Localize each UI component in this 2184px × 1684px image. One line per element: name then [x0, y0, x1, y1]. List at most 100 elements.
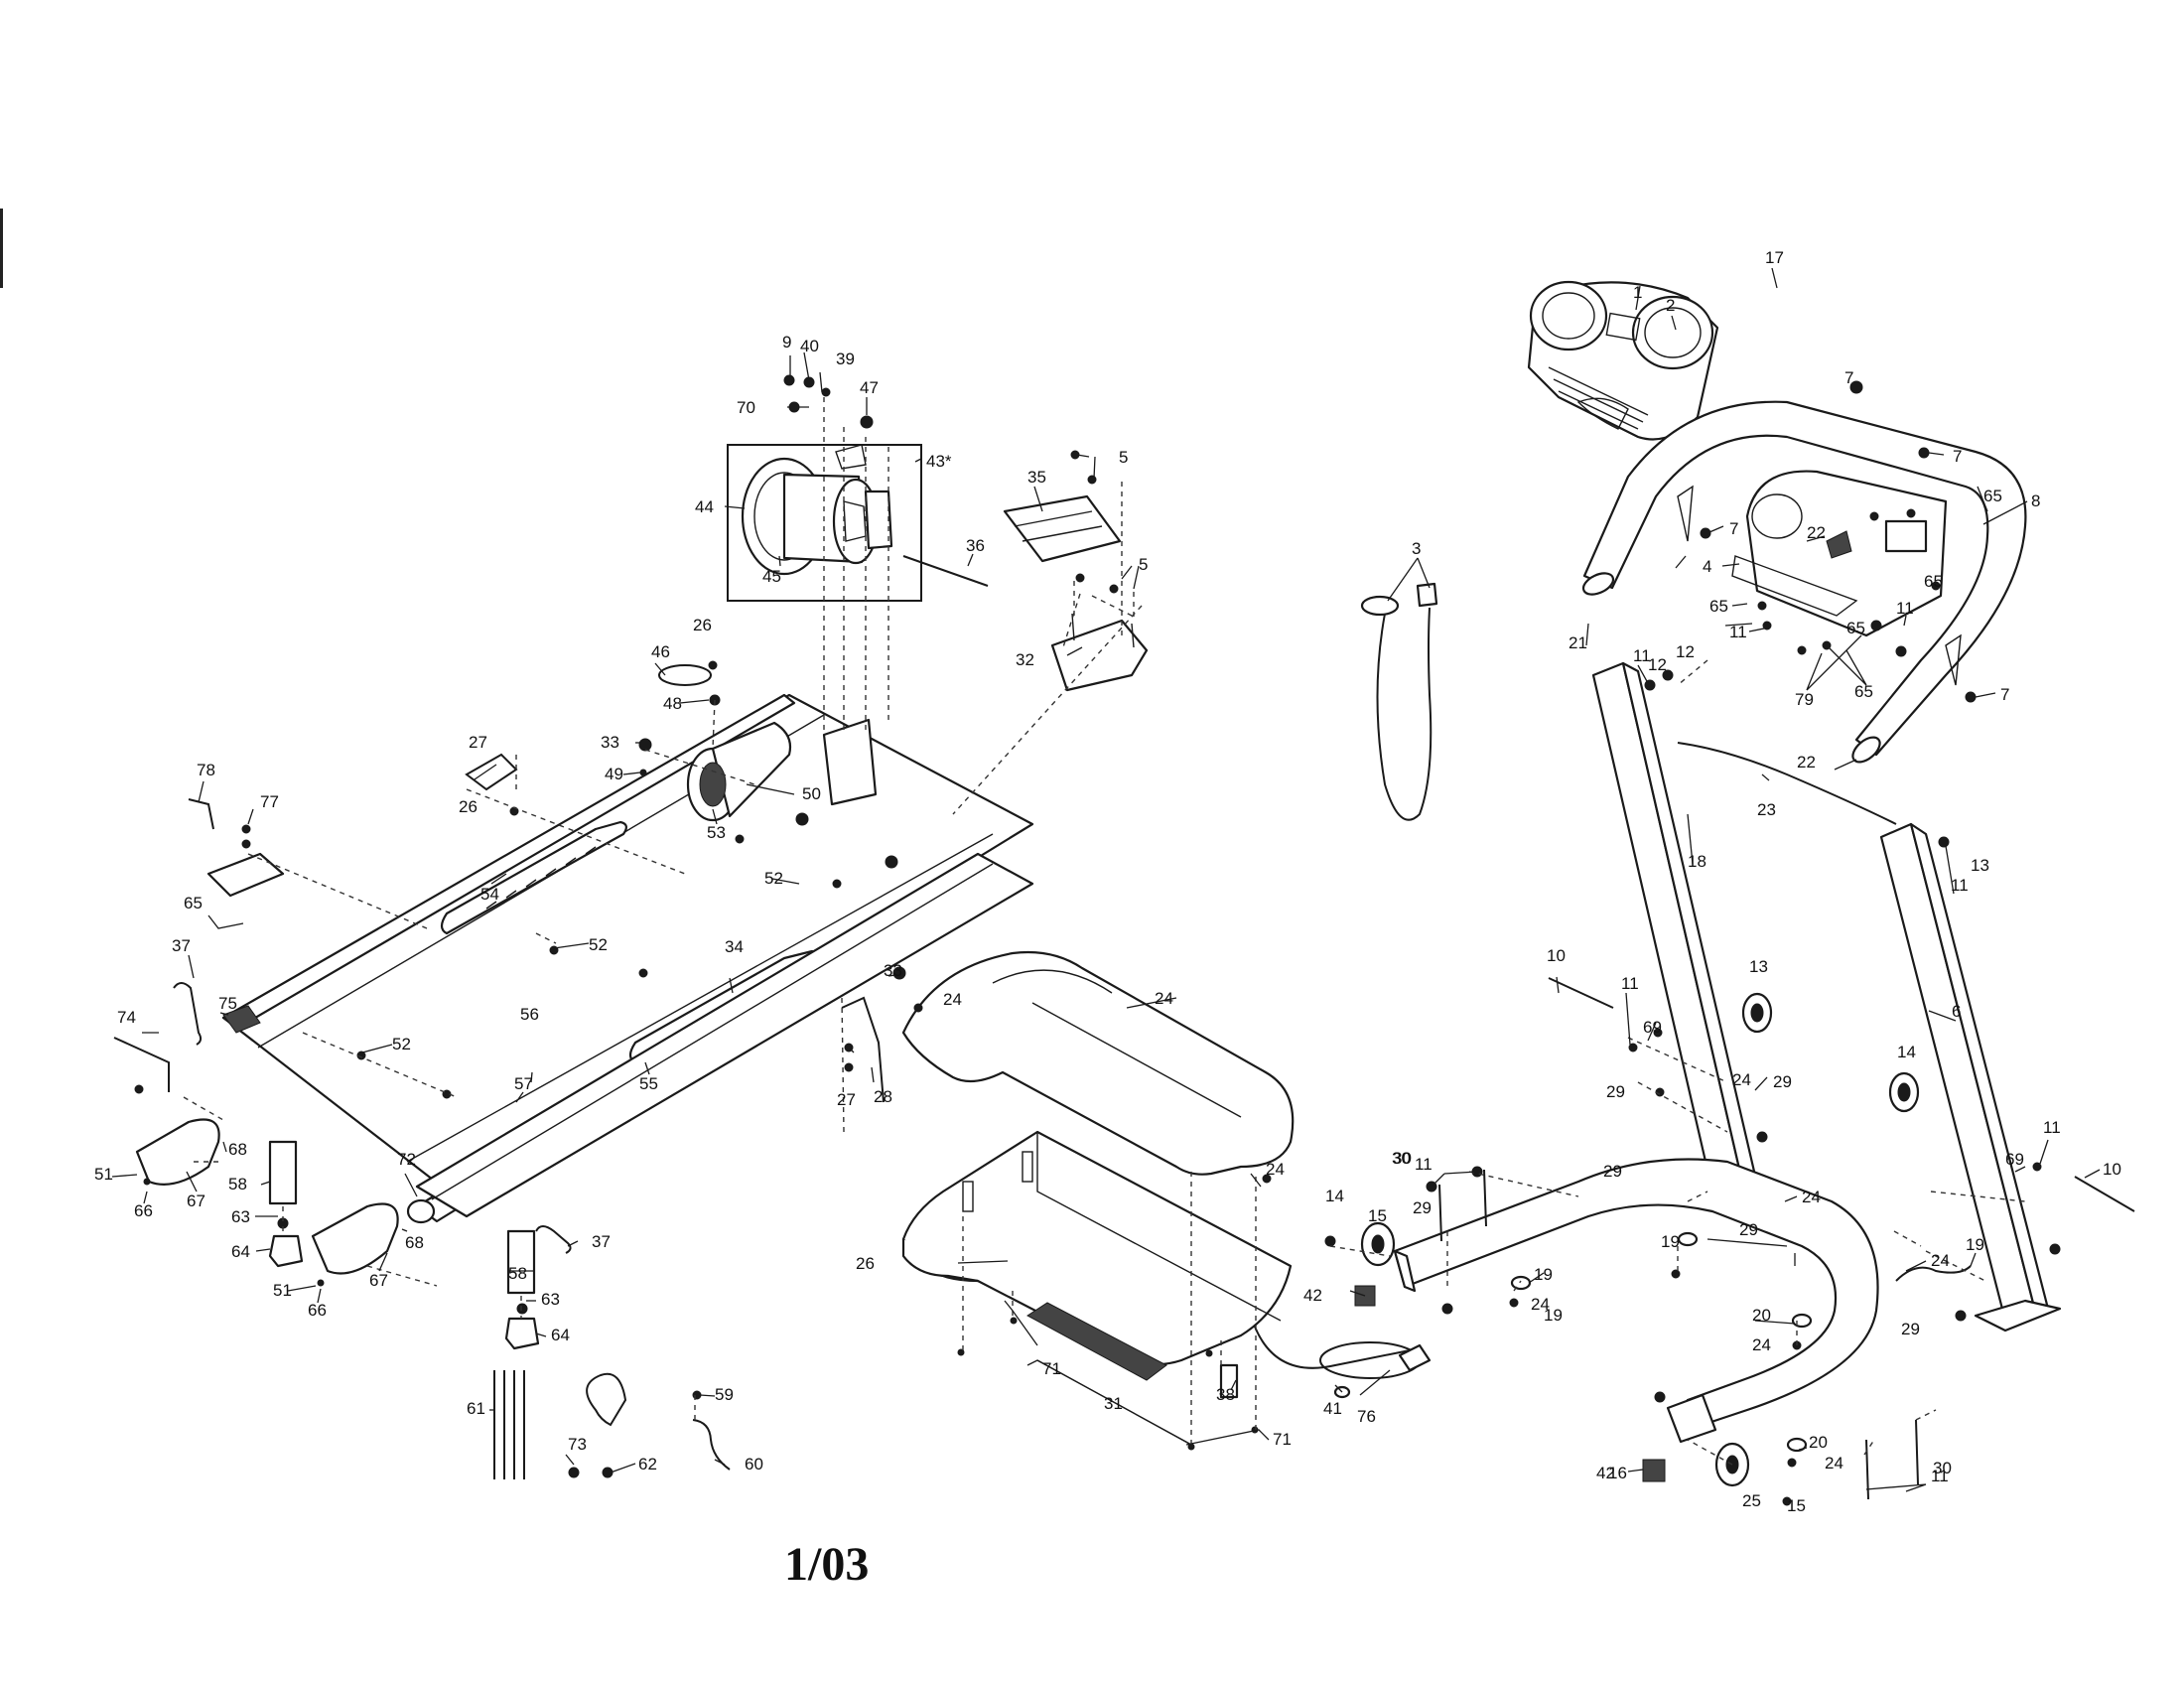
- callout-label: 15: [1787, 1496, 1806, 1515]
- callout-label: 61: [467, 1399, 485, 1418]
- motor-assembly: [741, 444, 893, 576]
- bolt-36: [902, 555, 989, 587]
- callout-label: 10: [1547, 946, 1566, 965]
- callout-label: 24: [1266, 1160, 1285, 1179]
- bolt-30-a: [1438, 1184, 1442, 1242]
- leveler-58-left: [268, 1140, 298, 1205]
- left-foot-rail: [440, 820, 627, 935]
- callout-label: 14: [1325, 1187, 1344, 1205]
- callout-label: 77: [260, 792, 279, 811]
- callout-label: 69: [1643, 1018, 1662, 1037]
- roller-13-lower: [1888, 1071, 1920, 1113]
- callout-label: 17: [1765, 248, 1784, 267]
- callout-label: 1: [1633, 283, 1642, 302]
- callout-label: 24: [1752, 1335, 1771, 1354]
- callout-label: 42: [1596, 1464, 1615, 1482]
- callout-label: 38: [1216, 1385, 1235, 1404]
- callout-label: 65: [1983, 487, 2002, 505]
- right-upright: [1879, 822, 2062, 1333]
- callout-label: 7: [1953, 447, 1962, 466]
- callout-label: 16: [1608, 1464, 1627, 1482]
- wire-60: [692, 1419, 731, 1471]
- callout-label: 19: [1661, 1232, 1680, 1251]
- assembly-guide-lines: [183, 397, 2026, 1466]
- hex-wrench-78: [188, 798, 214, 830]
- callout-label: 63: [231, 1207, 250, 1226]
- wheel-15-upper: [1360, 1221, 1396, 1267]
- callout-label: 29: [1739, 1220, 1758, 1239]
- callout-label: 20: [1809, 1433, 1828, 1452]
- page-date-label: 1/03: [784, 1538, 870, 1591]
- callout-label: 7: [1729, 519, 1738, 538]
- callout-label: 54: [480, 885, 499, 904]
- callout-label: 35: [1027, 468, 1046, 487]
- callout-label: 67: [187, 1192, 205, 1210]
- end-cap-42-lower: [1642, 1459, 1666, 1482]
- callout-label: 27: [469, 733, 487, 752]
- handlebar-frame: [1581, 400, 2027, 764]
- wire-46: [658, 664, 712, 686]
- hook-37-upper: [173, 982, 203, 1046]
- callout-label: 37: [592, 1232, 611, 1251]
- callout-label: 24: [1931, 1251, 1950, 1270]
- callout-label: 12: [1648, 655, 1667, 674]
- callout-label: 41: [1323, 1399, 1342, 1418]
- foot-19-c: [1791, 1313, 1813, 1329]
- callout-label: 58: [228, 1175, 247, 1193]
- foot-19-b: [1510, 1275, 1532, 1291]
- callout-label: 56: [520, 1005, 539, 1024]
- roller-13-upper: [1741, 992, 1773, 1034]
- callout-label: 11: [1896, 599, 1914, 618]
- callout-label: 50: [802, 784, 821, 803]
- callout-label: 25: [1742, 1491, 1761, 1510]
- hex-wrench-74: [113, 1037, 170, 1092]
- callout-label: 64: [231, 1242, 250, 1261]
- callout-label: 60: [745, 1455, 763, 1474]
- bracket-32: [1050, 613, 1149, 692]
- power-cord: [1250, 1315, 1432, 1379]
- callout-label: 68: [228, 1140, 247, 1159]
- callout-label: 24: [1825, 1454, 1843, 1473]
- callout-label: 65: [1924, 572, 1943, 591]
- callout-label: 14: [1897, 1043, 1916, 1061]
- callout-label: 72: [397, 1150, 416, 1169]
- callout-label: 4: [1703, 557, 1711, 576]
- foot-64-left: [268, 1234, 304, 1268]
- callout-label: 15: [1368, 1206, 1387, 1225]
- callout-label: 11: [1621, 974, 1639, 993]
- callout-label: 5: [1139, 555, 1148, 574]
- callout-label: 33: [884, 961, 902, 980]
- callout-label: 30: [1933, 1459, 1952, 1477]
- rear-end-cap-left: [135, 1118, 220, 1186]
- bracket-27-lower: [841, 996, 885, 1103]
- cable-ties-61: [493, 1370, 525, 1479]
- callout-label: 8: [2031, 491, 2040, 510]
- callout-label: 48: [663, 694, 682, 713]
- bolt-10-left: [1548, 977, 1614, 1009]
- callout-label: 46: [651, 642, 670, 661]
- callout-label: 24: [1732, 1070, 1751, 1089]
- bolt-30-b: [1483, 1169, 1487, 1227]
- callout-label: 79: [1795, 690, 1814, 709]
- callout-label: 32: [1016, 650, 1034, 669]
- callout-label: 53: [707, 823, 726, 842]
- callout-label: 11: [1729, 623, 1747, 641]
- foot-19-d: [1786, 1437, 1808, 1453]
- belt-guide-38: [1219, 1363, 1239, 1399]
- bolt-30-d: [1865, 1439, 1869, 1500]
- callout-label: 52: [764, 869, 783, 888]
- callout-label: 49: [605, 765, 623, 783]
- callout-label: 55: [639, 1074, 658, 1093]
- callout-label: 70: [737, 398, 755, 417]
- callout-label: 13: [1971, 856, 1989, 875]
- callout-label: 27: [837, 1090, 856, 1109]
- rear-end-cap-right: [311, 1202, 399, 1275]
- base-frame: [1393, 1158, 1879, 1444]
- callout-label: 51: [273, 1281, 292, 1300]
- callout-label: 39: [836, 350, 855, 368]
- callout-label: 47: [860, 378, 879, 397]
- callout-label: 7: [2000, 685, 2009, 704]
- callout-label: 65: [184, 894, 203, 912]
- callout-label: 22: [1807, 523, 1826, 542]
